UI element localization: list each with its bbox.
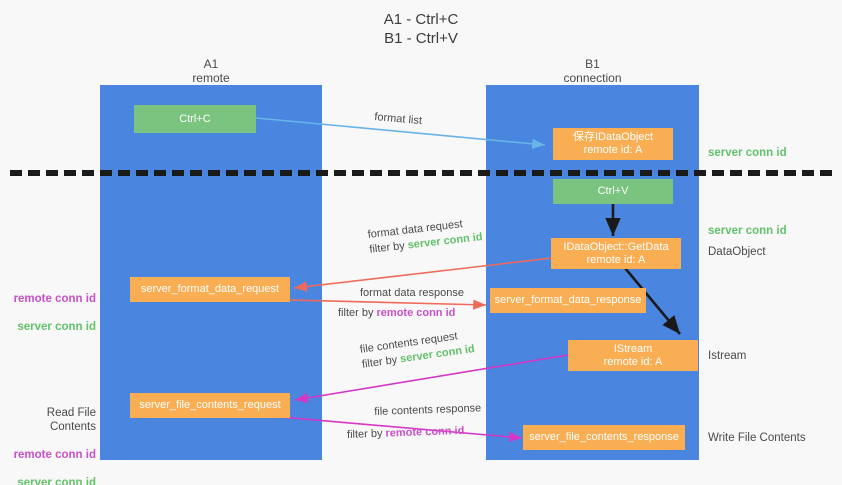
remote-conn-id-text: remote conn id (13, 449, 96, 461)
edge-label-text: file contents response (374, 402, 482, 418)
node-server-format-data-response[interactable]: server_format_data_response (490, 288, 646, 313)
node-idataobject-getdata[interactable]: IDataObject::GetData remote id: A (551, 238, 681, 269)
node-server-format-data-request[interactable]: server_format_data_request (130, 277, 290, 302)
edge-label-text: format data response (360, 287, 464, 299)
edge-label-text: format list (373, 110, 423, 128)
node-server-file-contents-response[interactable]: server_file_contents_response (523, 425, 685, 450)
node-ctrl-v[interactable]: Ctrl+V (553, 179, 673, 204)
label-write-file-contents: Write File Contents (708, 432, 806, 444)
edge-label-format-data-response: format data response filter by remote co… (338, 286, 464, 321)
node-istream[interactable]: IStream remote id: A (568, 340, 698, 371)
lane-header-a1: A1 remote (192, 57, 230, 85)
lane-header-b1: B1 connection (563, 57, 622, 85)
filter-prefix-text: filter by (368, 239, 409, 256)
server-conn-id-text: server conn id (708, 225, 787, 237)
read-file-contents-text: Read File Contents (46, 407, 96, 433)
edge-label-file-contents-request: file contents request filter by server c… (359, 327, 476, 373)
edge-label-format-data-request: format data request filter by server con… (367, 215, 483, 258)
edge-label-format-list: format list (374, 110, 423, 129)
node-save-idataobject[interactable]: 保存IDataObject remote id: A (553, 128, 673, 160)
label-read-file-contents-group: Read File Contents remote conn id server… (0, 392, 96, 485)
server-conn-id-text: server conn id (17, 321, 96, 333)
label-istream: Istream (708, 350, 747, 362)
node-ctrl-c[interactable]: Ctrl+C (134, 105, 256, 133)
label-conn-ids-upper: remote conn id server conn id (0, 278, 96, 348)
node-server-file-contents-request[interactable]: server_file_contents_request (130, 393, 290, 418)
remote-conn-id-text: remote conn id (385, 424, 465, 440)
filter-prefix-text: filter by (338, 307, 377, 319)
page-title: A1 - Ctrl+C B1 - Ctrl+V (383, 11, 459, 47)
server-conn-id-text: server conn id (17, 477, 96, 485)
remote-conn-id-text: remote conn id (13, 293, 96, 305)
filter-prefix-text: filter by (346, 427, 386, 441)
phase-divider (10, 170, 832, 176)
server-conn-id-text: server conn id (708, 147, 787, 159)
filter-prefix-text: filter by (361, 353, 402, 371)
label-dataobject: DataObject (708, 246, 766, 258)
label-server-conn-id-second: server conn id (708, 210, 787, 238)
remote-conn-id-text: remote conn id (376, 307, 456, 319)
label-server-conn-id-top: server conn id (708, 132, 787, 160)
edge-label-file-contents-response: file contents response filter by remote … (347, 401, 482, 442)
